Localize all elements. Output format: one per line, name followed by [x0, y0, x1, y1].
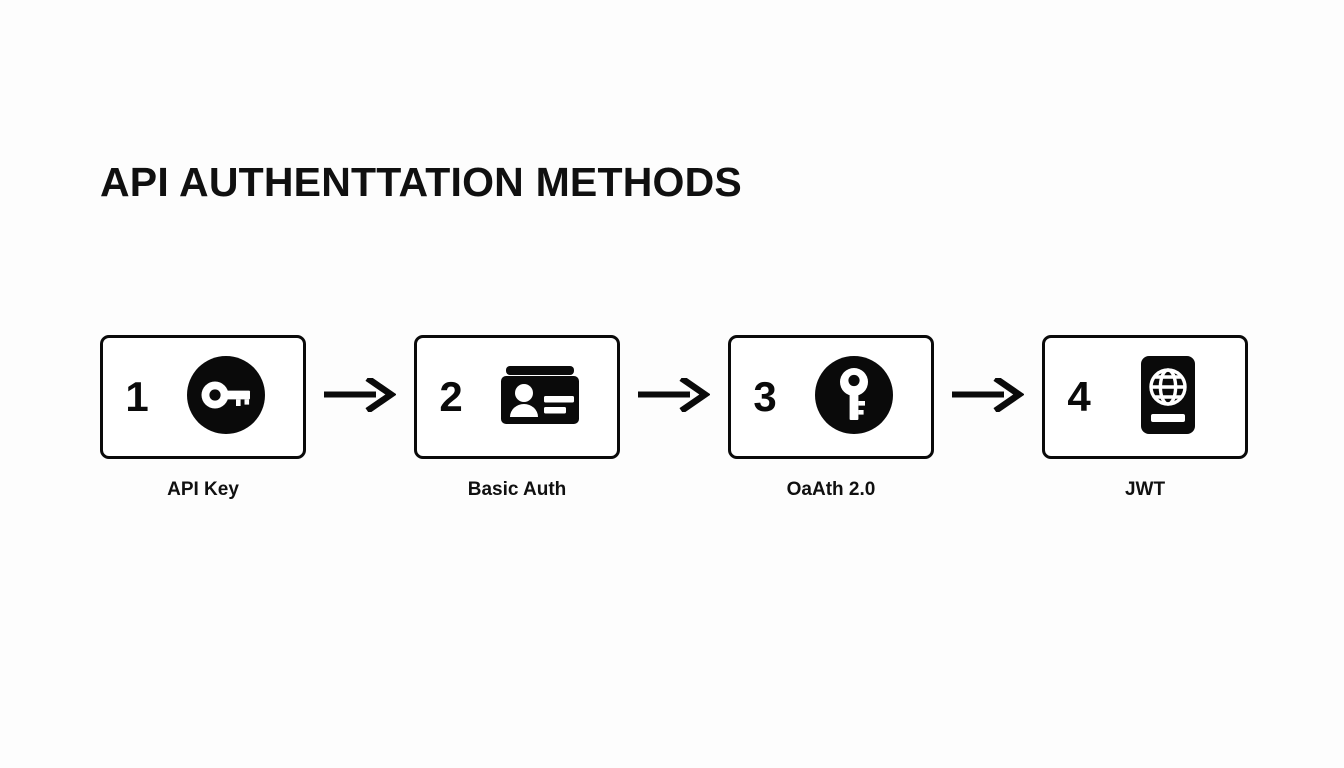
step-label-1: API Key — [167, 479, 239, 500]
step-icon-holder-1 — [155, 338, 303, 456]
step-icon-holder-3 — [783, 338, 931, 456]
step-number-1: 1 — [125, 373, 149, 420]
arrow-right-icon — [324, 374, 397, 417]
flow-connector-2 — [634, 335, 714, 459]
arrow-right-icon — [638, 374, 711, 417]
flow-connector-1 — [320, 335, 400, 459]
step-icon-holder-4 — [1097, 338, 1245, 456]
key-vertical-circle-icon — [814, 355, 894, 440]
step-card-3[interactable]: 3 — [728, 335, 934, 459]
step-label-3: OaAth 2.0 — [786, 479, 876, 500]
step-number-4: 4 — [1067, 373, 1091, 420]
step-label-4: JWT — [1124, 479, 1166, 500]
flow-step-api-key[interactable]: 1 — [100, 335, 306, 501]
step-card-4[interactable]: 4 — [1042, 335, 1248, 459]
flow-step-jwt[interactable]: 4 — [1042, 335, 1248, 501]
flow-step-oauth[interactable]: 3 — [728, 335, 934, 501]
step-card-1[interactable]: 1 — [100, 335, 306, 459]
flow-step-basic-auth[interactable]: 2 — [414, 335, 620, 501]
step-label-2: Basic Auth — [467, 479, 567, 500]
step-icon-holder-2 — [469, 338, 617, 456]
step-number-2: 2 — [439, 373, 463, 420]
arrow-right-icon — [952, 374, 1025, 417]
passport-globe-icon — [1137, 354, 1199, 441]
step-number-3: 3 — [753, 373, 777, 420]
key-horizontal-circle-icon — [186, 355, 266, 440]
flow-connector-3 — [948, 335, 1028, 459]
step-card-2[interactable]: 2 — [414, 335, 620, 459]
page-title: API AUTHENTTATION METHODS — [100, 159, 742, 205]
id-card-icon — [498, 360, 582, 435]
auth-methods-flow: 1 — [100, 335, 1248, 510]
